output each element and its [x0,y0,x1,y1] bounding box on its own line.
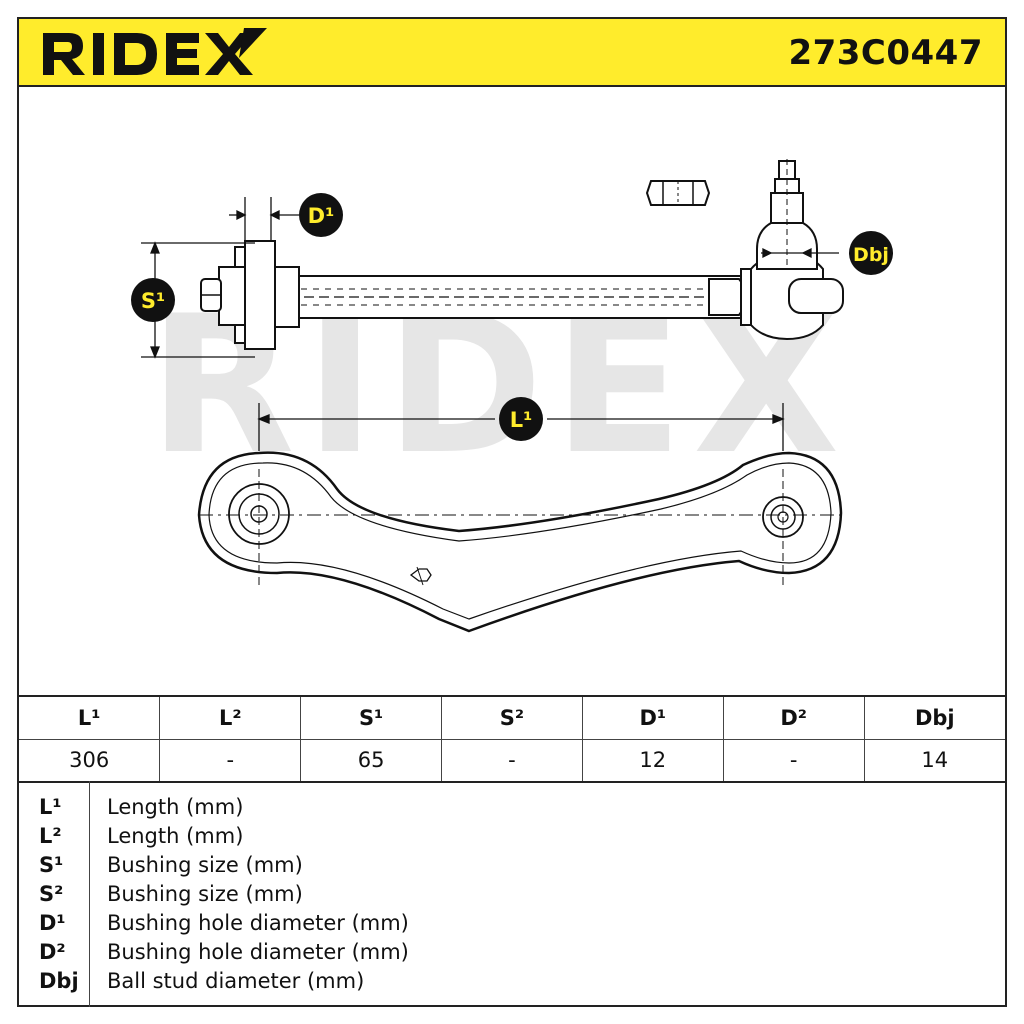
brand-logo [43,28,267,75]
legend-description: Length (mm) [107,824,244,848]
spec-value-s2: - [441,738,583,783]
badge-l1 [499,397,543,441]
spec-header-dbj: Dbj [863,695,1005,740]
legend-symbol: Dbj [39,969,79,993]
technical-drawing: RIDEX [19,89,1005,695]
header-bar: 273C0447 [19,19,1005,87]
spec-header-l2: L² [159,695,302,740]
legend-symbol: D² [39,940,66,964]
spec-header-d2: D² [722,695,865,740]
spec-value-dbj: 14 [863,738,1005,783]
legend-symbol: L² [39,824,62,848]
spec-value-l1: 306 [19,738,161,783]
legend-description: Bushing size (mm) [107,882,303,906]
arm-side-view [200,159,844,350]
badge-s1-label: S¹ [141,289,165,313]
legend-row-d2: D² Bushing hole diameter (mm) [19,940,1005,969]
legend-description: Length (mm) [107,795,244,819]
legend-row-s1: S¹ Bushing size (mm) [19,853,1005,882]
dimension-dbj [761,247,839,259]
badge-d1 [299,193,343,237]
spec-value-row: 306 - 65 - 12 - 14 [19,738,1005,783]
badge-l1-label: L¹ [510,408,533,432]
part-number: 273C0447 [788,33,983,73]
badge-d1-label: D¹ [308,204,335,228]
arm-plan-view [197,451,843,633]
legend-row-dbj: Dbj Ball stud diameter (mm) [19,969,1005,998]
spec-value-s1: 65 [300,738,443,783]
badge-dbj-label: Dbj [853,244,889,266]
legend-row-l1: L¹ Length (mm) [19,795,1005,824]
legend-description: Bushing size (mm) [107,853,303,877]
legend-symbol: S¹ [39,853,64,877]
spec-header-l1: L¹ [19,695,161,740]
legend-description: Bushing hole diameter (mm) [107,940,409,964]
spec-header-s1: S¹ [300,695,443,740]
badge-s1 [131,278,175,322]
legend-row-l2: L² Length (mm) [19,824,1005,853]
legend-row-s2: S² Bushing size (mm) [19,882,1005,911]
datasheet: 273C0447 RIDEX [17,17,1007,1007]
legend-divider [89,781,90,1007]
spec-value-d1: 12 [581,738,724,783]
spec-table: L¹ L² S¹ S² D¹ D² Dbj 306 - 65 - 12 - 14 [19,695,1005,783]
legend-symbol: S² [39,882,64,906]
spec-header-s2: S² [441,695,583,740]
legend-description: Ball stud diameter (mm) [107,969,365,993]
drawing-canvas: RIDEX [131,159,893,633]
spec-value-l2: - [159,738,302,783]
legend-row-d1: D¹ Bushing hole diameter (mm) [19,911,1005,940]
dimension-d1 [229,197,299,241]
spec-value-d2: - [722,738,865,783]
legend-description: Bushing hole diameter (mm) [107,911,409,935]
spec-header-d1: D¹ [581,695,724,740]
legend-symbol: L¹ [39,795,62,819]
legend-symbol: D¹ [39,911,66,935]
legend: L¹ Length (mm) L² Length (mm) S¹ Bushing… [19,781,1005,1007]
spec-header-row: L¹ L² S¹ S² D¹ D² Dbj [19,695,1005,740]
dimension-l1 [257,403,785,451]
badge-dbj [849,231,893,275]
